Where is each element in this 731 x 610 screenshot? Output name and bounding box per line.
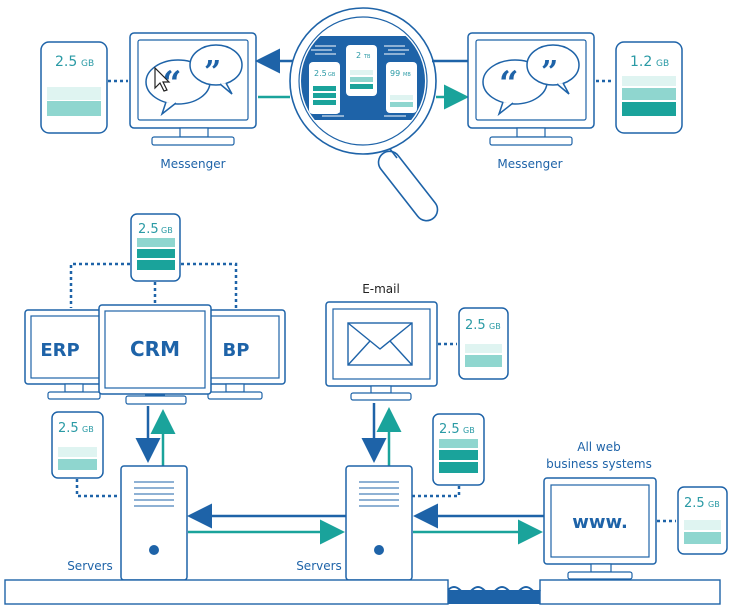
web-label-line1: All web xyxy=(577,440,621,454)
svg-text:2.5: 2.5 xyxy=(684,496,705,511)
server-mid-storage: 2.5 GB xyxy=(432,413,485,486)
web-storage: 2.5 GB xyxy=(677,486,728,555)
quote-bubble-icon: “ ” xyxy=(145,44,243,117)
svg-text:2.5: 2.5 xyxy=(314,69,327,78)
water-gap xyxy=(448,590,540,604)
svg-text:99: 99 xyxy=(390,69,400,78)
quote-bubble-icon: “ ” xyxy=(482,44,580,117)
left-messenger-storage: 2.5 GB xyxy=(40,41,108,134)
svg-text:GB: GB xyxy=(328,72,336,78)
svg-text:“: “ xyxy=(162,64,182,104)
email-label: E-mail xyxy=(362,282,400,296)
crm-monitor: CRM xyxy=(98,304,212,405)
left-messenger-label: Messenger xyxy=(160,157,225,171)
web-monitor: www. xyxy=(543,477,657,580)
servers-mid-label: Servers xyxy=(296,559,342,573)
email-monitor xyxy=(325,301,438,401)
magnifier-icon: 2.5 GB 2 TB 99 MB xyxy=(289,7,439,222)
lens-card-mid: 2 TB xyxy=(346,45,377,96)
web-label-line2: business systems xyxy=(546,457,652,471)
lens-card-left: 2.5 GB xyxy=(309,62,340,114)
svg-text:GB: GB xyxy=(708,500,720,509)
right-messenger-label: Messenger xyxy=(497,157,562,171)
bp-label: BP xyxy=(223,340,250,361)
svg-text:”: ” xyxy=(541,55,558,90)
svg-text:2.5: 2.5 xyxy=(58,421,79,436)
storage-unit: GB xyxy=(656,59,669,69)
cursor-icon xyxy=(154,66,171,92)
lens-card-right: 99 MB xyxy=(386,62,417,113)
crm-label: CRM xyxy=(130,337,180,361)
svg-text:2: 2 xyxy=(356,51,361,60)
svg-text:GB: GB xyxy=(463,426,475,435)
servers-left-label: Servers xyxy=(67,559,113,573)
left-messenger-monitor: “ ” xyxy=(129,32,257,146)
server-icon xyxy=(120,465,188,581)
ground-base xyxy=(4,579,721,605)
envelope-icon xyxy=(347,322,413,366)
svg-text:MB: MB xyxy=(403,72,411,78)
svg-text:GB: GB xyxy=(82,425,94,434)
erp-storage: 2.5 GB xyxy=(51,411,104,479)
storage-fill-bar xyxy=(47,101,101,116)
svg-text:GB: GB xyxy=(161,226,173,235)
email-storage: 2.5 GB xyxy=(458,307,509,380)
crm-storage: 2.5 GB xyxy=(130,213,181,282)
svg-text:2.5: 2.5 xyxy=(439,422,460,437)
storage-unit: GB xyxy=(81,59,94,69)
right-messenger-storage: 1.2 GB xyxy=(615,41,683,134)
server-icon xyxy=(345,465,413,581)
erp-label: ERP xyxy=(40,340,79,361)
svg-text:2.5: 2.5 xyxy=(465,318,486,333)
svg-text:GB: GB xyxy=(489,322,501,331)
svg-text:”: ” xyxy=(204,55,221,90)
storage-value: 2.5 xyxy=(55,54,77,70)
right-messenger-monitor: “ ” xyxy=(467,32,595,146)
svg-text:TB: TB xyxy=(363,54,371,60)
web-screen-text: www. xyxy=(572,512,628,533)
storage-value: 1.2 xyxy=(630,54,652,70)
svg-text:2.5: 2.5 xyxy=(138,222,159,237)
erp-monitor: ERP xyxy=(24,309,119,400)
svg-text:“: “ xyxy=(499,64,519,104)
